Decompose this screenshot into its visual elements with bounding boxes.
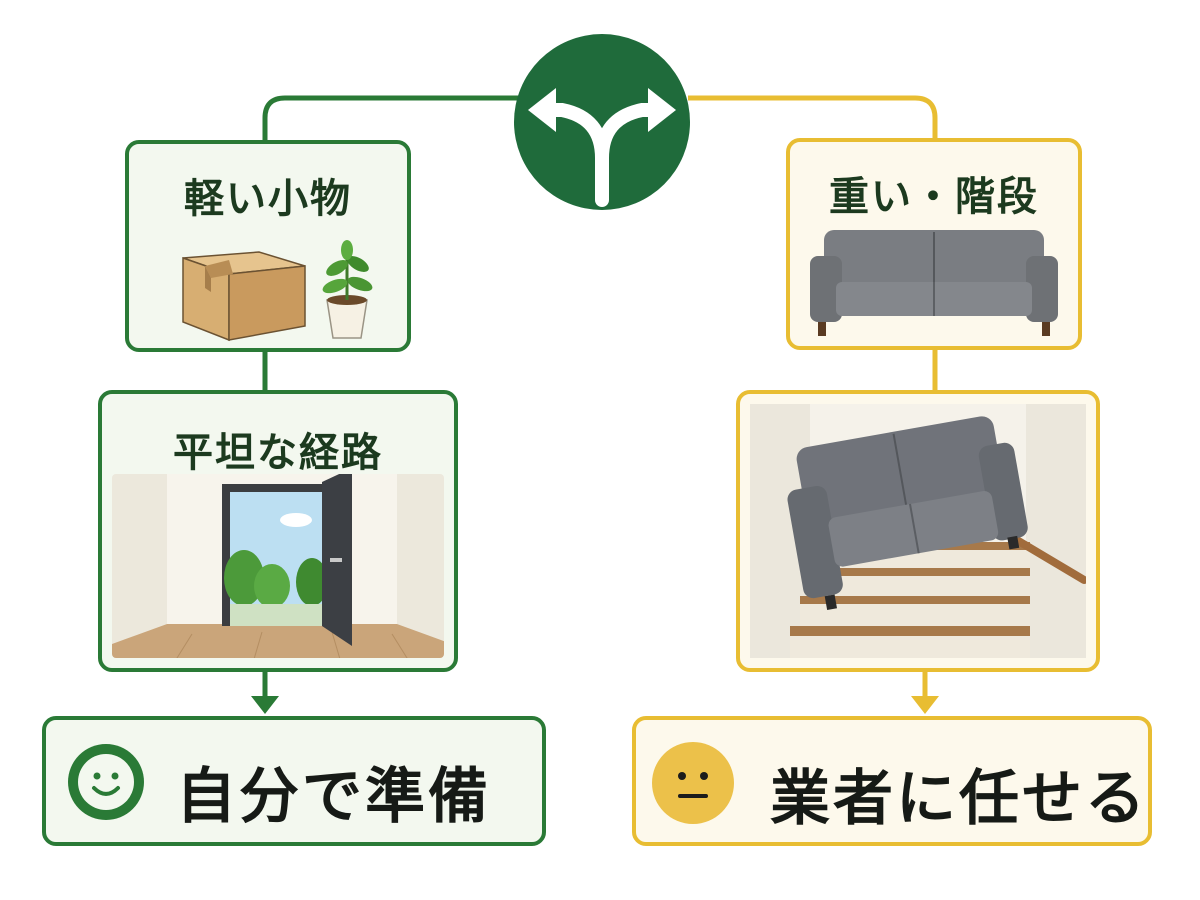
right-arrow-head	[911, 696, 939, 714]
flat-route-title: 平坦な経路	[173, 430, 383, 476]
sofa-illustration	[810, 230, 1058, 336]
sofa-on-stairs-illustration	[750, 404, 1086, 658]
cardboard-box-and-plant-illustration	[182, 240, 373, 342]
light-items-card: 軽い小物	[125, 140, 411, 352]
smile-icon	[68, 744, 144, 820]
open-door-illustration	[112, 474, 444, 658]
self-prepare-label: 自分で準備	[176, 762, 491, 832]
left-branch-line	[262, 95, 520, 142]
stairs-scene-card	[736, 390, 1100, 672]
cardboard-box-icon	[182, 251, 306, 342]
flat-route-scene	[112, 474, 444, 658]
professional-outcome: 業者に任せる	[632, 716, 1152, 846]
heavy-stairs-card: 重い・階段	[786, 138, 1082, 350]
self-prepare-outcome: 自分で準備	[42, 716, 546, 846]
potted-plant-icon	[322, 240, 373, 339]
professional-label: 業者に任せる	[770, 764, 1148, 834]
split-arrows-icon	[514, 34, 690, 210]
neutral-face-icon	[652, 742, 734, 824]
right-branch-line	[688, 95, 938, 142]
left-arrow-head	[251, 696, 279, 714]
light-items-title: 軽い小物	[184, 176, 352, 222]
flat-route-card: 平坦な経路	[98, 390, 458, 672]
heavy-stairs-title: 重い・階段	[829, 174, 1039, 220]
